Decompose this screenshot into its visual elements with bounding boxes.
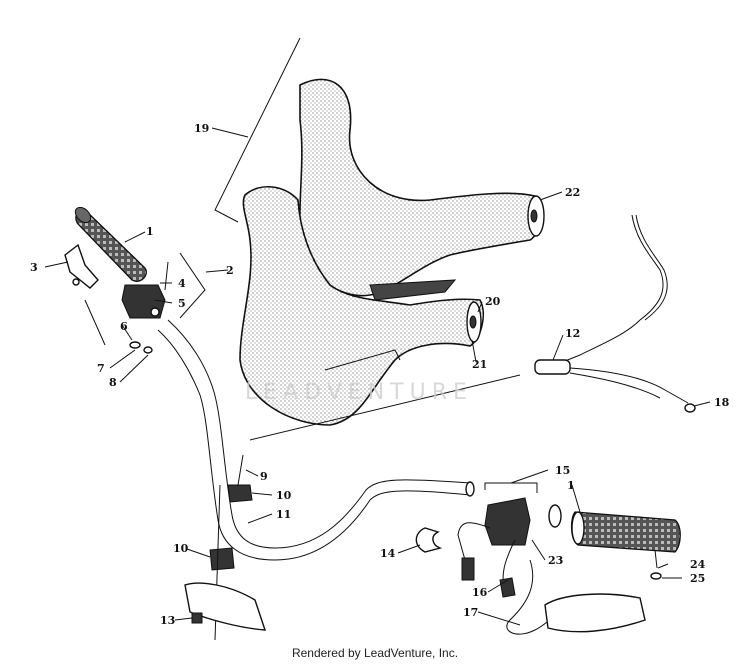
callout-6: 6 [120,320,128,333]
callout-15: 15 [555,464,570,477]
callout-4: 4 [178,277,186,290]
callout-22: 22 [565,186,580,199]
callout-1-right: 1 [567,479,575,492]
callout-24: 24 [690,558,706,571]
handlebar-clamp [184,454,266,641]
callout-7: 7 [97,362,105,375]
callout-9: 9 [260,470,268,483]
callout-23: 23 [548,554,563,567]
callout-10-upper: 10 [276,489,292,502]
throttle-cable [249,214,696,441]
callout-1: 1 [146,225,154,238]
switch-assembly [415,497,681,581]
callout-5: 5 [178,297,186,310]
tether-cord [499,539,646,635]
callout-2: 2 [226,264,234,277]
left-grip [74,206,147,282]
footer-credit: Rendered by LeadVenture, Inc. [291,646,459,660]
callout-11: 11 [276,508,291,521]
assembly-brackets [179,37,549,493]
callout-16: 16 [472,586,488,599]
callout-13: 13 [160,614,175,627]
callout-18: 18 [714,396,730,409]
callout-17: 17 [463,606,478,619]
callout-8: 8 [109,376,117,389]
watermark: LEADVENTURE [245,380,473,405]
callout-10-lower: 10 [173,542,189,555]
callout-25: 25 [690,572,705,585]
callout-labels: 1 2 3 4 5 6 7 8 9 10 11 10 13 14 15 1 23… [30,122,730,627]
callout-14: 14 [380,547,396,560]
callout-3: 3 [30,261,38,274]
handlebar [157,319,475,561]
handlebar-cover [239,78,545,426]
callout-20: 20 [485,295,501,308]
callout-12: 12 [565,327,580,340]
callout-21: 21 [472,358,487,371]
brake-lever-assembly [64,243,169,354]
leader-lines [44,191,711,626]
callout-19: 19 [194,122,209,135]
